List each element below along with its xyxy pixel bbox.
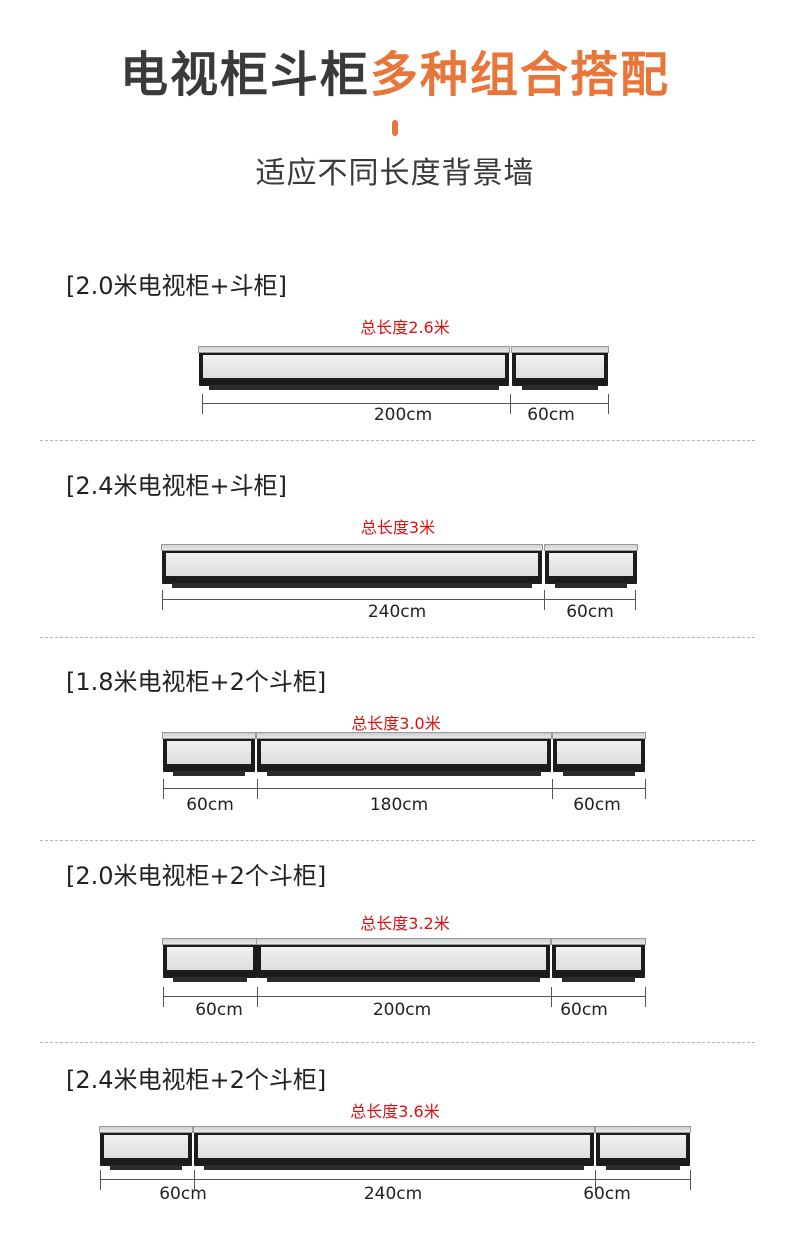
dimension-line (162, 599, 636, 600)
dimension-label: 60cm (560, 1000, 608, 1020)
section-divider (40, 840, 755, 841)
dimension-label: 200cm (373, 405, 433, 425)
combo-label: [1.8米电视柜+2个斗柜] (66, 668, 327, 696)
combo-label: [2.4米电视柜+2个斗柜] (66, 1066, 327, 1094)
combo-label: [2.0米电视柜+斗柜] (66, 272, 288, 300)
dimension-label: 60cm (195, 1000, 243, 1020)
drawer-cabinet (162, 732, 256, 776)
dimension-line (100, 1179, 691, 1180)
dimension-tick (257, 987, 258, 1007)
drawer-cabinet (552, 732, 646, 776)
tv-cabinet (161, 544, 543, 588)
combo-label: [2.0米电视柜+2个斗柜] (66, 862, 327, 890)
tv-cabinet (193, 1126, 595, 1170)
dimension-label: 60cm (573, 795, 621, 815)
total-length: 总长度3米 (360, 518, 436, 537)
title-accent: 多种组合搭配 (370, 47, 671, 103)
dimension-label: 60cm (566, 602, 614, 622)
combo-label: [2.4米电视柜+斗柜] (66, 472, 288, 500)
drawer-cabinet (544, 544, 638, 588)
dimension-tick (608, 394, 609, 414)
section-divider (40, 1042, 755, 1043)
dimension-tick (552, 779, 553, 799)
dimension-tick (257, 779, 258, 799)
dimension-tick (544, 590, 545, 610)
dimension-label: 200cm (372, 1000, 432, 1020)
drawer-cabinet (595, 1126, 691, 1170)
drawer-cabinet (551, 938, 646, 982)
accent-bar (392, 120, 398, 136)
dimension-tick (162, 590, 163, 610)
dimension-label: 240cm (363, 1184, 423, 1204)
page-subtitle: 适应不同长度背景墙 (255, 156, 535, 191)
dimension-label: 60cm (159, 1184, 207, 1204)
dimension-tick (100, 1170, 101, 1190)
dimension-tick (194, 1170, 195, 1190)
dimension-tick (163, 987, 164, 1007)
dimension-tick (163, 779, 164, 799)
dimension-tick (690, 1170, 691, 1190)
dimension-tick (551, 987, 552, 1007)
dimension-line (163, 788, 645, 789)
dimension-tick (645, 987, 646, 1007)
tv-cabinet (256, 938, 551, 982)
drawer-cabinet (511, 346, 609, 390)
total-length: 总长度3.6米 (350, 1102, 440, 1121)
tv-cabinet (256, 732, 552, 776)
dimension-tick (645, 779, 646, 799)
dimension-label: 60cm (527, 405, 575, 425)
total-length: 总长度2.6米 (360, 318, 450, 337)
dimension-tick (635, 590, 636, 610)
total-length: 总长度3.2米 (360, 914, 450, 933)
section-divider (40, 637, 755, 638)
drawer-cabinet (162, 938, 258, 982)
dimension-line (202, 403, 609, 404)
combo-section-3: [1.8米电视柜+2个斗柜] 总长度3.0米 60cm 180cm 60cm (0, 662, 790, 862)
dimension-label: 180cm (369, 795, 429, 815)
combo-section-1: [2.0米电视柜+斗柜] 总长度2.6米 200cm 60cm (0, 266, 790, 466)
drawer-cabinet (99, 1126, 193, 1170)
dimension-line (163, 996, 645, 997)
dimension-label: 240cm (367, 602, 427, 622)
dimension-tick (202, 394, 203, 414)
dimension-label: 60cm (186, 795, 234, 815)
page-title: 电视柜斗柜多种组合搭配 (0, 42, 790, 108)
dimension-label: 60cm (583, 1184, 631, 1204)
dimension-tick (595, 1170, 596, 1190)
section-divider (40, 440, 755, 441)
title-main: 电视柜斗柜 (119, 47, 370, 103)
combo-section-2: [2.4米电视柜+斗柜] 总长度3米 240cm 60cm (0, 466, 790, 666)
combo-section-5: [2.4米电视柜+2个斗柜] 总长度3.6米 60cm 240cm 60cm (0, 1060, 790, 1260)
tv-cabinet (198, 346, 510, 390)
total-length: 总长度3.0米 (351, 714, 441, 733)
combo-section-4: [2.0米电视柜+2个斗柜] 总长度3.2米 60cm 200cm 60cm (0, 856, 790, 1056)
dimension-tick (510, 394, 511, 414)
